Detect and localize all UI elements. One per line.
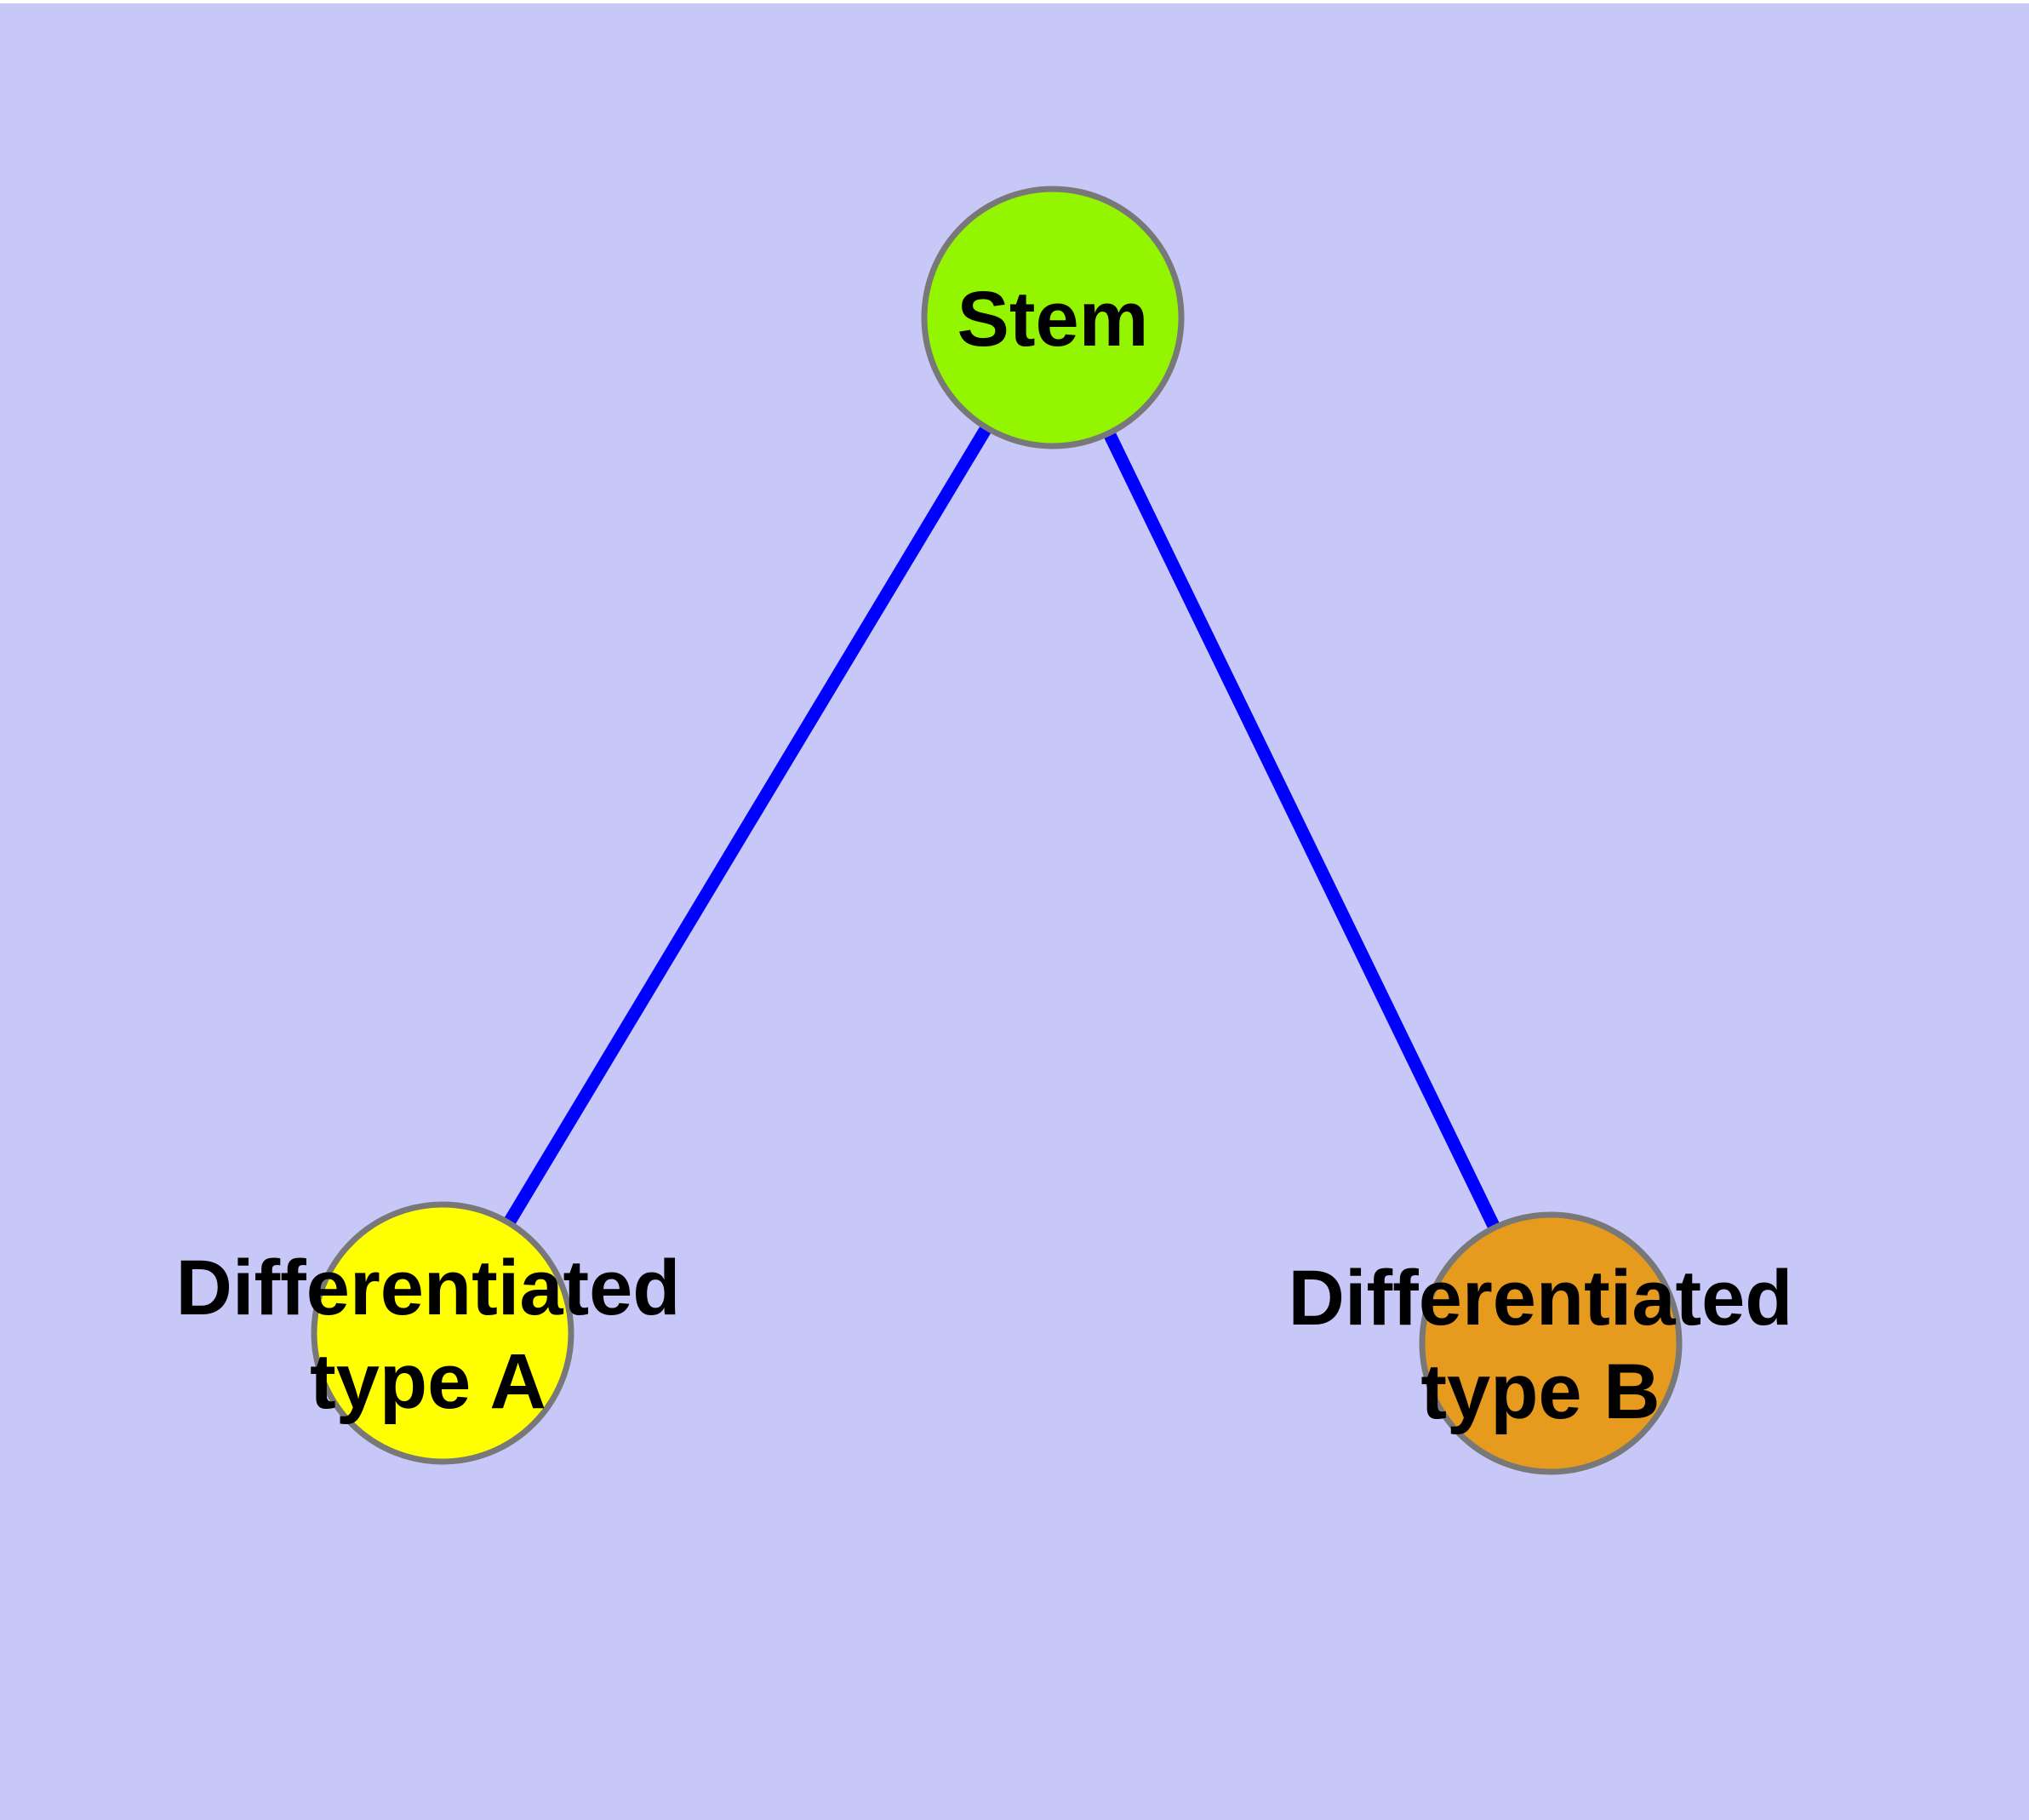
node-stem-label: Stem [957,276,1149,363]
node-type-a-circle [311,1201,574,1465]
node-type-a-label-line1: Differentiated [176,1245,681,1331]
node-type-b-label-line1: Differentiated [1289,1255,1793,1342]
node-type-a-label-line2: type A [310,1338,546,1425]
node-type-b-circle [1419,1211,1683,1475]
node-stem: Stem [921,186,1185,449]
edge-stem-to-type-b [1047,314,1557,1347]
node-differentiated-type-b: Differentiated type B [1289,1211,1793,1475]
edge-stem-to-type-a [437,314,1059,1336]
node-stem-circle [921,186,1185,449]
node-differentiated-type-a: Differentiated type A [176,1201,681,1465]
node-type-b-label-line2: type B [1420,1348,1660,1435]
